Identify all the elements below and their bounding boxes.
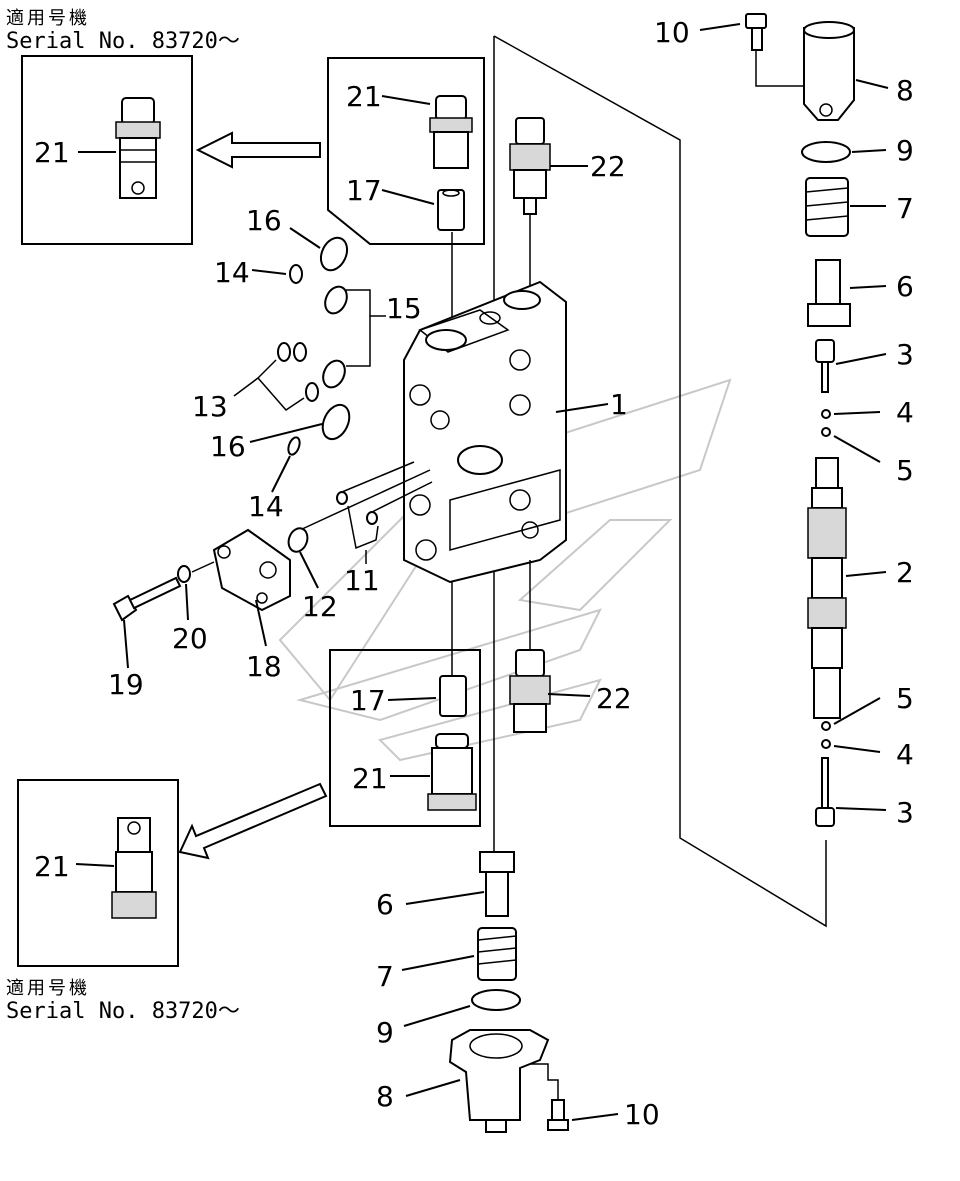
callout-19: 19 — [108, 668, 144, 701]
callout-21-inset-top: 21 — [34, 136, 70, 169]
part-9-top-o-ring — [801, 141, 851, 163]
part-3-top — [815, 339, 835, 393]
serial-top-en: Serial No. 83720～ — [6, 29, 240, 54]
callout-4-bottom: 4 — [896, 738, 914, 771]
o-ring-16-bottom — [321, 403, 351, 441]
callout-21-top: 21 — [346, 80, 382, 113]
callout-14-bottom: 14 — [248, 490, 284, 523]
serial-top-jp: 適用号機 — [6, 8, 90, 29]
callout-3-bottom: 3 — [896, 796, 914, 829]
callout-10-top: 10 — [654, 16, 690, 49]
part-2-spool — [807, 457, 847, 719]
o-ring-14-top — [289, 264, 303, 284]
part-19-bolt — [112, 576, 182, 622]
callout-16-top: 16 — [246, 204, 282, 237]
callout-17-bottom: 17 — [350, 684, 386, 717]
inset-box-bottom-left — [17, 779, 179, 967]
o-ring-13-b — [293, 342, 307, 362]
inset-box-top-left — [21, 55, 193, 245]
callout-14-top: 14 — [214, 256, 250, 289]
o-ring-11-a — [336, 491, 348, 505]
part-21-inset-bottom-left — [111, 817, 157, 919]
part-17-top — [437, 189, 465, 231]
callout-11: 11 — [344, 564, 380, 597]
callout-1: 1 — [610, 388, 628, 421]
part-10-top-bolt — [745, 13, 767, 51]
callout-5-top: 5 — [896, 454, 914, 487]
serial-bottom-en: Serial No. 83720～ — [6, 999, 240, 1024]
part-20-washer — [177, 565, 191, 583]
callout-22-bottom: 22 — [596, 682, 632, 715]
callout-7-bottom: 7 — [376, 960, 394, 993]
part-4-bottom-ball — [821, 739, 831, 749]
o-ring-16-top — [319, 236, 349, 272]
callout-21-middle: 21 — [352, 762, 388, 795]
callout-2: 2 — [896, 556, 914, 589]
part-10-bottom-bolt — [547, 1099, 569, 1131]
part-7-bottom-spring — [477, 927, 517, 981]
callout-21-inset-bottom: 21 — [34, 850, 70, 883]
part-18-cover — [212, 528, 291, 612]
callout-numbers: 1 2 3 3 4 4 5 5 6 6 7 7 8 8 9 9 10 10 11… — [34, 16, 914, 1131]
o-ring-11-b — [366, 511, 378, 525]
o-ring-14-bottom — [287, 436, 301, 456]
o-ring-15-b — [322, 359, 346, 389]
part-22-bottom — [509, 649, 551, 733]
callout-16-bottom: 16 — [210, 430, 246, 463]
o-ring-15-a — [324, 285, 348, 315]
callout-13: 13 — [192, 390, 228, 423]
o-ring-13-a — [277, 342, 291, 362]
part-21-middle — [427, 733, 477, 811]
callout-6-bottom: 6 — [376, 888, 394, 921]
part-7-top-spring — [805, 177, 849, 237]
part-6-top — [807, 259, 851, 327]
callout-7-top: 7 — [896, 192, 914, 225]
callout-3-top: 3 — [896, 338, 914, 371]
part-5-bottom-ball — [821, 721, 831, 731]
o-ring-13-c — [305, 382, 319, 402]
part-5-top-ball — [821, 427, 831, 437]
part-17-bottom — [439, 675, 467, 717]
part-4-top-ball — [821, 409, 831, 419]
part-21-top-middle — [429, 95, 473, 169]
callout-4-top: 4 — [896, 396, 914, 429]
callout-12: 12 — [302, 590, 338, 623]
part-3-bottom — [815, 757, 835, 827]
arrow-down-left-icon — [178, 782, 328, 860]
part-9-bottom-o-ring — [471, 989, 521, 1011]
inset-box-middle — [329, 649, 481, 827]
callout-6-top: 6 — [896, 270, 914, 303]
callout-8-top: 8 — [896, 74, 914, 107]
part-22-top — [509, 117, 551, 215]
part-1-valve-body — [403, 280, 567, 584]
callout-22-top: 22 — [590, 150, 626, 183]
part-21-inset-top-left — [115, 97, 161, 199]
serial-bottom-jp: 適用号機 — [6, 978, 90, 999]
callout-10-bottom: 10 — [624, 1098, 660, 1131]
part-8-top-cap — [803, 21, 855, 121]
callout-9-bottom: 9 — [376, 1016, 394, 1049]
callout-9-top: 9 — [896, 134, 914, 167]
callout-15: 15 — [386, 292, 422, 325]
callout-18: 18 — [246, 650, 282, 683]
inset-box-top-middle — [327, 57, 485, 245]
callout-17-top: 17 — [346, 174, 382, 207]
callout-20: 20 — [172, 622, 208, 655]
callout-5-bottom: 5 — [896, 682, 914, 715]
part-6-bottom — [479, 851, 515, 917]
assembly-frame-line — [493, 35, 827, 928]
part-8-bottom-cap — [448, 1029, 550, 1133]
o-ring-12 — [287, 527, 309, 553]
callout-8-bottom: 8 — [376, 1080, 394, 1113]
arrow-left-icon — [195, 131, 321, 169]
